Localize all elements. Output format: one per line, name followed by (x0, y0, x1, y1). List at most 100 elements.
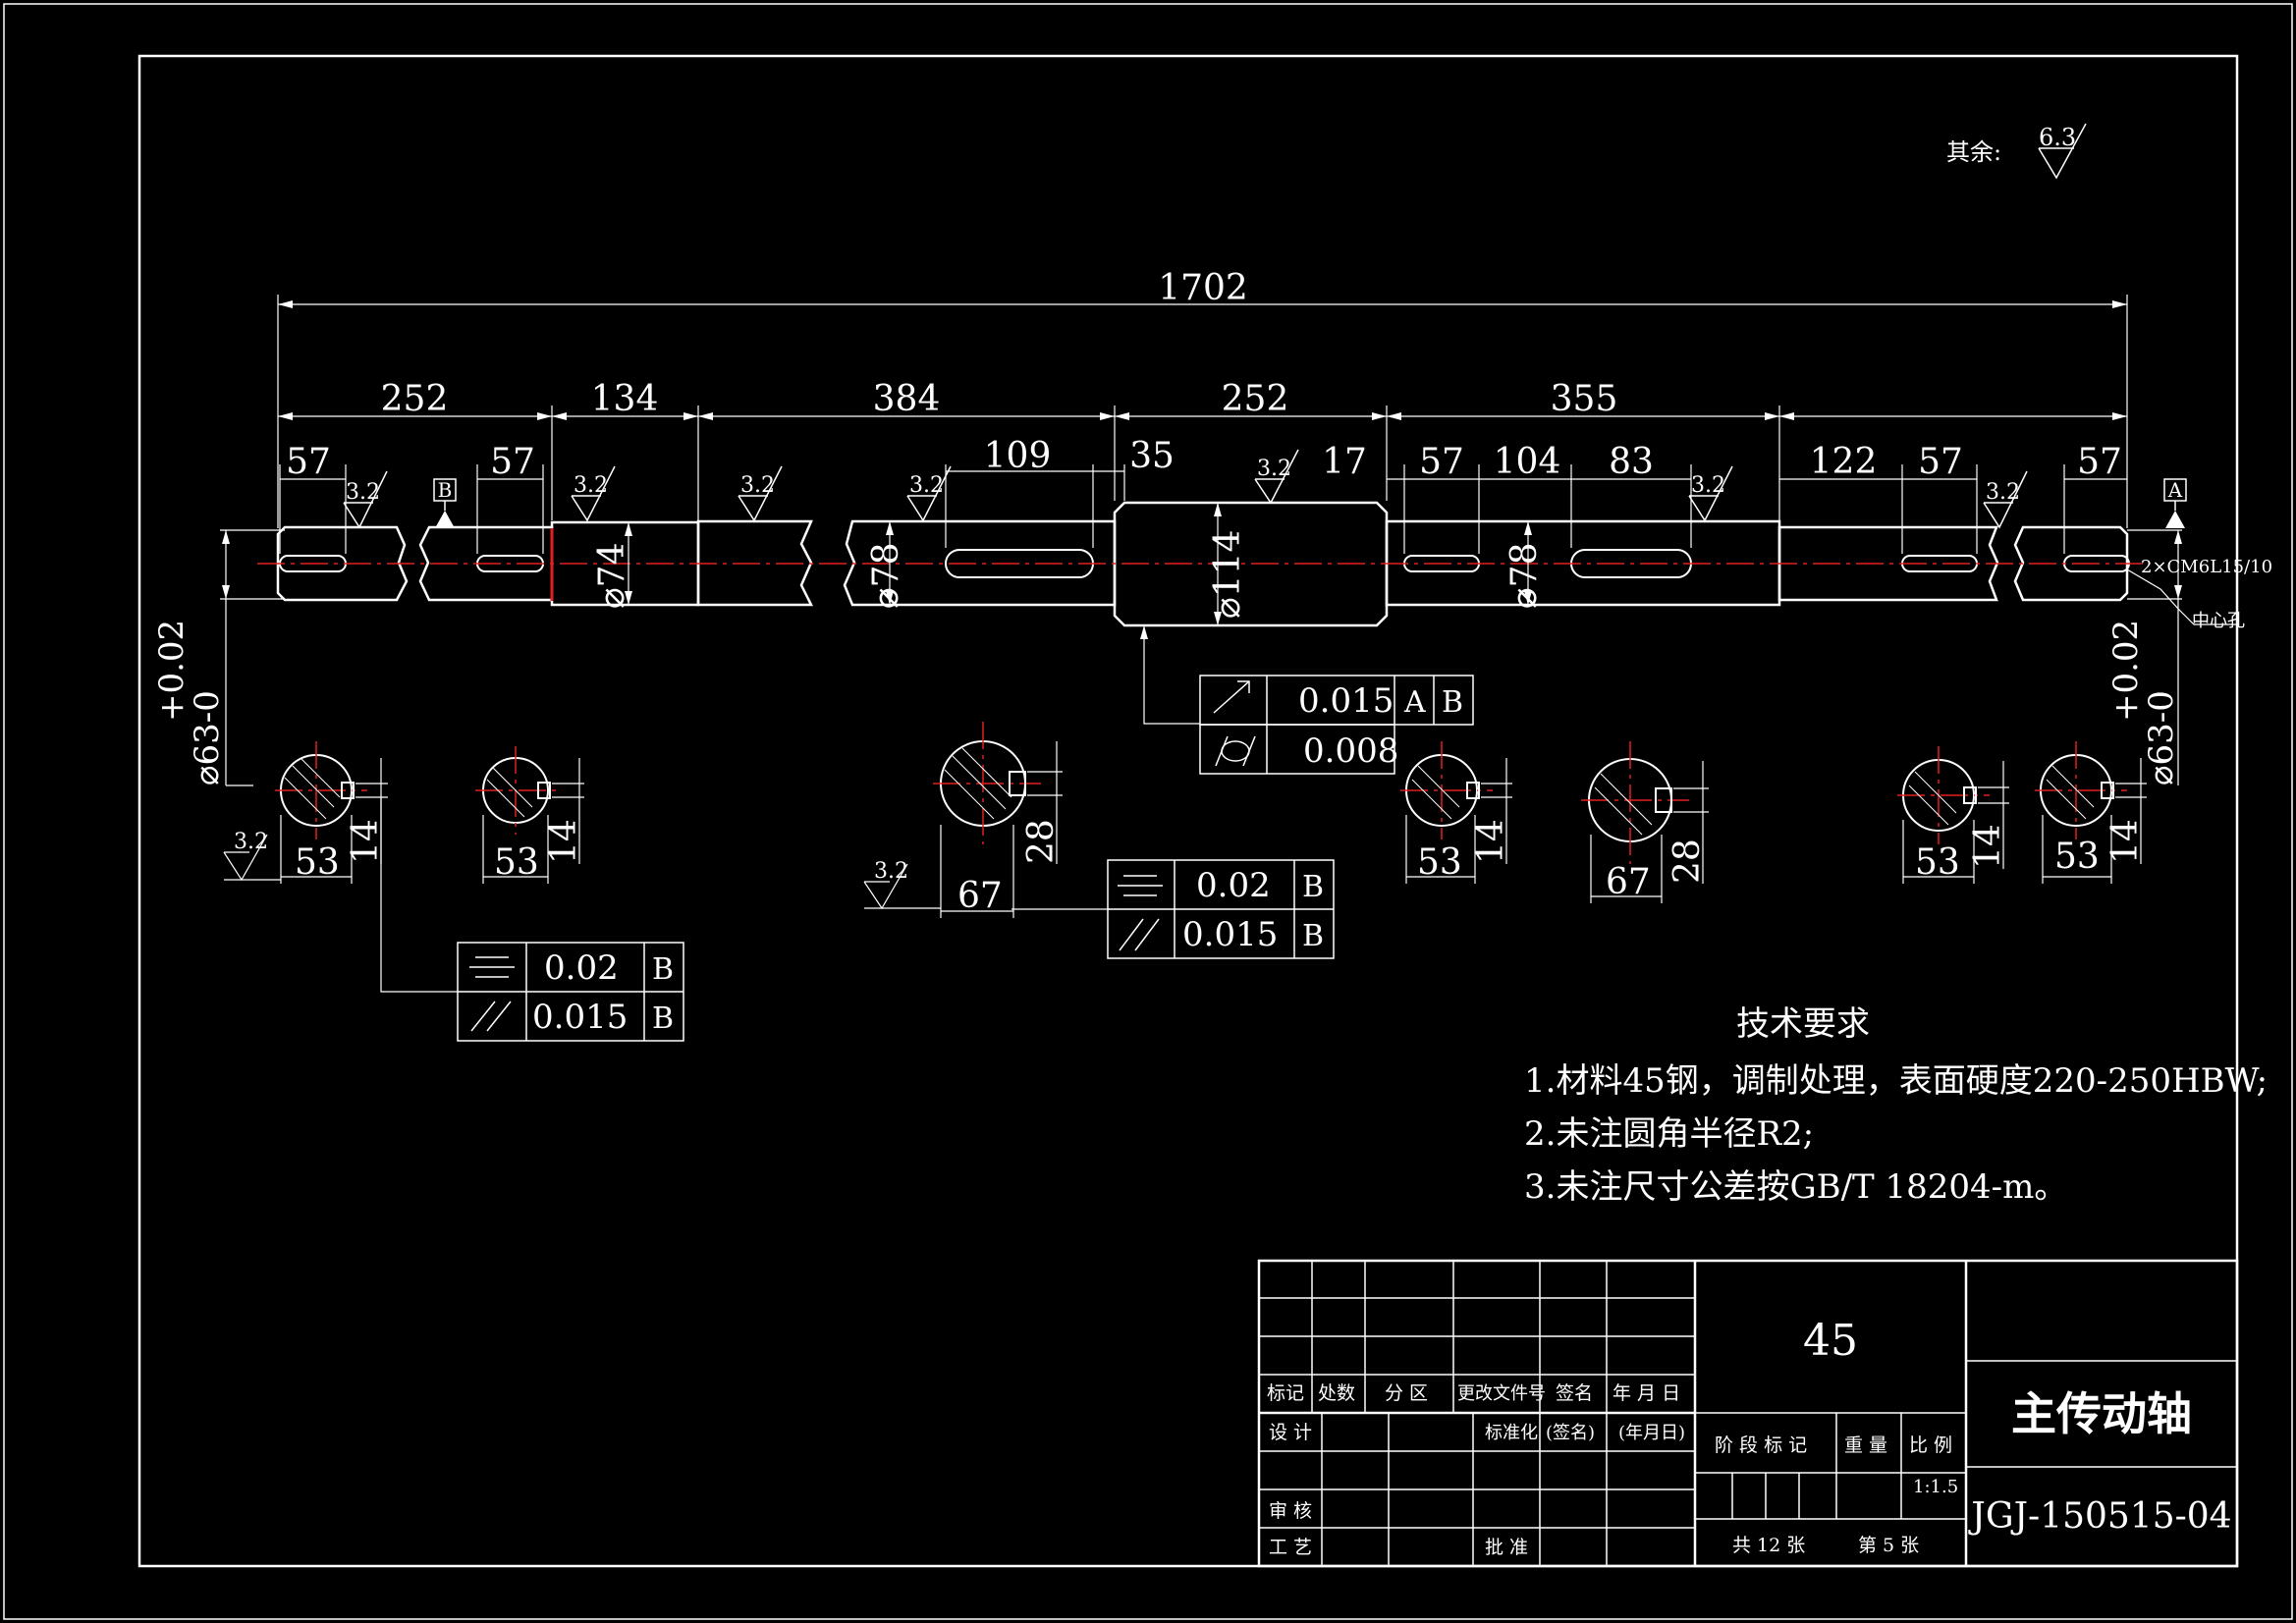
dim-sub-8: 83 (1609, 442, 1654, 482)
tb-sheets-total: 共 12 张 (1732, 1535, 1805, 1556)
tb-qianming: 签名 (1556, 1382, 1593, 1404)
dim-sub-10: 57 (1918, 442, 1963, 482)
dim-sub-2: 57 (490, 442, 535, 482)
tech-req-2: 2.未注圆角半径R2; (1524, 1114, 1814, 1154)
dim-top-1: 252 (381, 379, 449, 419)
rough-other-symbol (2038, 123, 2087, 180)
dim-sub-3: 109 (984, 436, 1052, 476)
rough-1: 3.2 (346, 480, 380, 505)
outer-border (3, 3, 2293, 1620)
roughness-values: 3.2 3.2 3.2 3.2 3.2 3.2 3.2 (346, 457, 2020, 505)
rough-4: 3.2 (909, 473, 944, 498)
rough-other-label: 其余: (1946, 138, 2001, 166)
tb-scale: 1:1.5 (1913, 1477, 1958, 1497)
tb-jieduan: 阶 段 标 记 (1715, 1434, 1807, 1456)
dim-sub-4: 35 (1129, 436, 1175, 476)
sec7-depth: 14 (2105, 819, 2146, 864)
end-dia-left-base: ⌀63-0 (188, 690, 227, 785)
tb-drawing-no: JGJ-150515-04 (1967, 1496, 2231, 1537)
dim-sub-5: 17 (1322, 442, 1367, 482)
sec7-width: 53 (2054, 837, 2100, 877)
dim-top-row: 252 134 384 252 355 (381, 379, 1618, 419)
tb-nianyueri-p: (年月日) (1618, 1423, 1685, 1443)
fcf-center-row1-value: 0.015 (1298, 681, 1394, 721)
sec5-depth: 28 (1667, 839, 1708, 884)
rough-5: 3.2 (1257, 457, 1291, 481)
dia-78-left: ⌀78 (866, 543, 906, 609)
sec5-width: 67 (1606, 862, 1651, 902)
sec1-width: 53 (295, 842, 340, 883)
end-dia-left-tol: +0.02 (152, 620, 191, 722)
center-hole-spec: 2×CM6L15/10 (2141, 557, 2272, 577)
datum-a-letter: A (2167, 478, 2183, 502)
datum-a-marker: A (2163, 478, 2187, 528)
sections (275, 722, 2127, 864)
end-dia-right-tol: +0.02 (2106, 620, 2146, 722)
sec3-depth: 28 (1021, 819, 1062, 864)
title-block-texts: 标记 处数 分 区 更改文件号 签名 年 月 日 设 计 标准化 (签名) (年… (1267, 1316, 2232, 1558)
fcf-mid (1107, 859, 1335, 959)
tb-qianming-p: (签名) (1546, 1423, 1595, 1443)
fcf-left-row2-value: 0.015 (532, 998, 628, 1037)
sec4-width: 53 (1417, 842, 1462, 883)
tech-req-3: 3.未注尺寸公差按GB/T 18204-m。 (1524, 1167, 2067, 1207)
fcf-center (1199, 675, 1474, 775)
tb-biaoji: 标记 (1267, 1382, 1304, 1404)
section-2 (475, 746, 560, 835)
drawing-frame (137, 54, 2239, 1568)
tb-genggai: 更改文件号 (1457, 1383, 1546, 1404)
fcf-left-row2-datum: B (652, 1001, 674, 1036)
dimension-lines (220, 295, 2239, 786)
dim-sub-7: 104 (1494, 442, 1561, 482)
tb-zhongliang: 重 量 (1844, 1434, 1887, 1456)
section-4 (1400, 741, 1493, 839)
rough-6: 3.2 (1691, 473, 1725, 498)
section-6 (1897, 746, 1990, 844)
sec-rough-2: 3.2 (874, 859, 908, 884)
section-1 (275, 741, 367, 839)
rough-3: 3.2 (740, 473, 775, 498)
section-5 (1581, 741, 1689, 864)
rough-2: 3.2 (574, 473, 608, 498)
tb-part-name: 主传动轴 (2011, 1387, 2192, 1440)
arrowheads (222, 300, 2182, 639)
dim-sub-11: 57 (2077, 442, 2122, 482)
fcf-mid-row1-datum: B (1302, 870, 1324, 904)
dia-74: ⌀74 (592, 543, 632, 609)
dim-sub-1: 57 (286, 442, 331, 482)
rough-other-value: 6.3 (2039, 124, 2076, 151)
title-block-grid (1257, 1259, 2239, 1568)
section-dim-lines (223, 741, 2147, 993)
fcf-center-datum-a: A (1403, 685, 1426, 720)
section-7 (2035, 741, 2127, 839)
fcf-left-row1-value: 0.02 (544, 948, 619, 988)
dim-sub-9: 122 (1810, 442, 1878, 482)
sec-rough-1: 3.2 (234, 830, 268, 854)
datum-b-marker: B (433, 478, 457, 528)
dim-top-4: 252 (1222, 379, 1289, 419)
fcf-center-datum-b: B (1442, 685, 1463, 720)
dia-114: ⌀114 (1208, 530, 1248, 619)
tb-fenqu: 分 区 (1385, 1382, 1428, 1404)
keyways (279, 549, 2130, 578)
fcf-center-row2-value: 0.008 (1303, 731, 1398, 771)
tb-shenhe: 审 核 (1269, 1500, 1312, 1522)
dim-sub-6: 57 (1419, 442, 1464, 482)
sec4-depth: 14 (1471, 819, 1511, 864)
dim-total: 1702 (1158, 268, 1248, 308)
dim-top-2: 134 (591, 379, 659, 419)
tech-req-title: 技术要求 (1736, 1004, 1870, 1044)
tb-material: 45 (1803, 1316, 1858, 1366)
tb-gongyi: 工 艺 (1269, 1537, 1312, 1558)
fcf-mid-row1-value: 0.02 (1196, 866, 1271, 905)
tb-bili: 比 例 (1909, 1434, 1952, 1456)
dim-top-5: 355 (1551, 379, 1618, 419)
rough-7: 3.2 (1986, 480, 2020, 505)
sec3-width: 67 (957, 876, 1003, 916)
sec6-width: 53 (1915, 842, 1960, 883)
section-dim-texts: 53 14 53 14 67 28 53 14 67 28 53 14 53 1… (295, 819, 2146, 916)
fcf-left (457, 942, 684, 1042)
sec6-depth: 14 (1968, 824, 2008, 869)
sec2-depth: 14 (544, 819, 584, 864)
